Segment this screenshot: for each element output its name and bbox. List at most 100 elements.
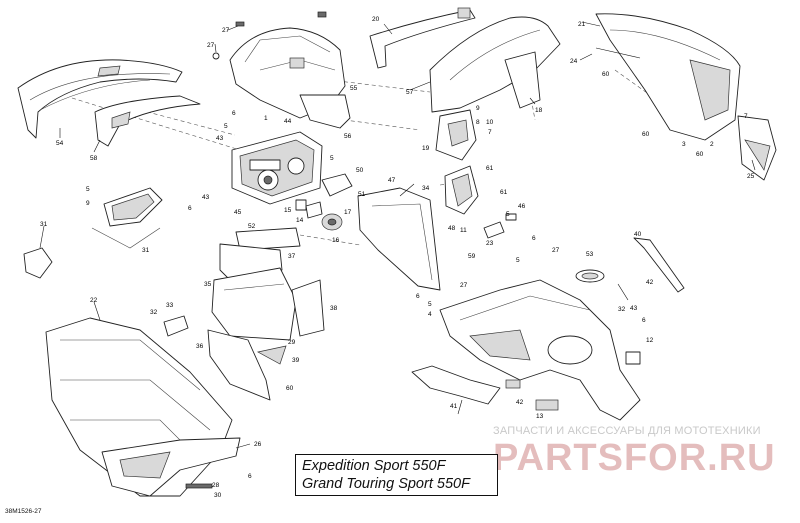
callout-1: 1: [264, 115, 268, 122]
callout-38: 38: [330, 305, 338, 312]
callout-42b: 42: [516, 399, 524, 406]
callout-47: 47: [388, 177, 396, 184]
parts-12-13-pads: [505, 379, 559, 411]
callout-10: 10: [486, 119, 494, 126]
callout-7b: 7: [744, 113, 748, 120]
part-54-windshield: [17, 59, 183, 139]
callout-7: 7: [488, 129, 492, 136]
callout-35: 35: [204, 281, 212, 288]
callout-22: 22: [90, 297, 98, 304]
callout-40: 40: [634, 231, 642, 238]
callout-51: 51: [358, 191, 366, 198]
part-53-ring: [575, 269, 605, 283]
callout-60: 60: [602, 71, 610, 78]
callout-55: 55: [350, 85, 358, 92]
callout-36: 36: [196, 343, 204, 350]
callout-19: 19: [422, 145, 430, 152]
fasteners-top: [212, 11, 327, 60]
callout-53: 53: [586, 251, 594, 258]
callout-52: 52: [248, 223, 256, 230]
callout-32b: 32: [618, 306, 626, 313]
callout-60d: 60: [286, 385, 294, 392]
callout-32: 32: [150, 309, 158, 316]
callout-6: 6: [232, 110, 236, 117]
callout-34: 34: [422, 185, 430, 192]
callout-labels: 27 27 54 58 6 5 43 44 56 20 57 18 21 24 …: [40, 16, 755, 499]
part-41-center-fairing: [439, 279, 641, 421]
callout-43b: 43: [202, 194, 210, 201]
callout-59: 59: [468, 253, 476, 260]
callout-9: 9: [476, 105, 480, 112]
callout-24: 24: [570, 58, 578, 65]
model-title-line2: Grand Touring Sport 550F: [302, 476, 470, 492]
parts-23-46: [483, 213, 517, 239]
callout-48: 48: [448, 225, 456, 232]
callout-5d: 5: [506, 211, 510, 218]
watermark-logo: PARTSFOR.RU: [493, 437, 776, 479]
callout-29: 29: [288, 339, 296, 346]
callout-60c: 60: [696, 151, 704, 158]
part-26-lower-trim: [101, 437, 241, 497]
callout-6b: 6: [188, 205, 192, 212]
callout-27c: 27: [552, 247, 560, 254]
callout-25: 25: [747, 173, 755, 180]
callout-43: 43: [216, 135, 224, 142]
part-41-rail: [411, 365, 501, 405]
callout-26: 26: [254, 441, 262, 448]
part-49-headlight: [444, 165, 479, 215]
callout-56: 56: [344, 133, 352, 140]
callout-3: 3: [682, 141, 686, 148]
part-52-cowl-inner: [219, 227, 301, 287]
part-47-front-panel: [357, 187, 441, 291]
part-55-dash-console: [229, 27, 351, 129]
part-20-trim: [369, 7, 476, 69]
callout-14: 14: [296, 217, 304, 224]
callout-21: 21: [578, 21, 586, 28]
part-44-gauge-cluster: [231, 131, 323, 205]
callout-45: 45: [234, 209, 242, 216]
part-19-bracket: [435, 109, 477, 161]
callout-42: 42: [646, 279, 654, 286]
callout-12: 12: [646, 337, 654, 344]
callout-60b: 60: [642, 131, 650, 138]
callout-6f: 6: [642, 317, 646, 324]
watermark-text: ЗАПЧАСТИ И АКСЕССУАРЫ ДЛЯ МОТОТЕХНИКИ: [493, 425, 761, 437]
callout-54: 54: [56, 140, 64, 147]
callout-5: 5: [224, 123, 228, 130]
callout-39: 39: [292, 357, 300, 364]
callout-27: 27: [207, 42, 215, 49]
callout-20: 20: [372, 16, 380, 23]
callout-5f: 5: [428, 301, 432, 308]
part-40-rod: [625, 237, 685, 365]
callout-28: 28: [212, 482, 220, 489]
callout-11: 11: [460, 227, 467, 234]
callout-6d: 6: [532, 235, 536, 242]
callout-27d: 27: [460, 282, 468, 289]
callout-61: 61: [486, 165, 494, 172]
part-35-side-cover: [211, 267, 325, 341]
callout-33: 33: [166, 302, 174, 309]
part-33-clip: [163, 315, 189, 337]
callout-57: 57: [406, 89, 414, 96]
callout-31: 31: [40, 221, 48, 228]
callout-30: 30: [214, 492, 222, 499]
part-57-side-panel: [429, 16, 561, 113]
callout-5e: 5: [516, 257, 520, 264]
part-36-lower-panel: [207, 329, 287, 401]
callout-18: 18: [535, 107, 543, 114]
callout-2: 2: [710, 141, 714, 148]
callout-44: 44: [284, 118, 292, 125]
callout-41: 41: [450, 403, 458, 410]
callout-5b: 5: [330, 155, 334, 162]
callout-15: 15: [284, 207, 292, 214]
callout-17: 17: [344, 209, 352, 216]
callout-27b: 27: [222, 27, 230, 34]
part-25-lower-panel: [737, 115, 777, 181]
callout-58: 58: [90, 155, 98, 162]
callout-4: 4: [428, 311, 432, 318]
callout-50: 50: [356, 167, 364, 174]
callout-9b: 9: [86, 200, 90, 207]
callout-8: 8: [476, 119, 480, 126]
part-21-side-panel: [595, 13, 741, 141]
